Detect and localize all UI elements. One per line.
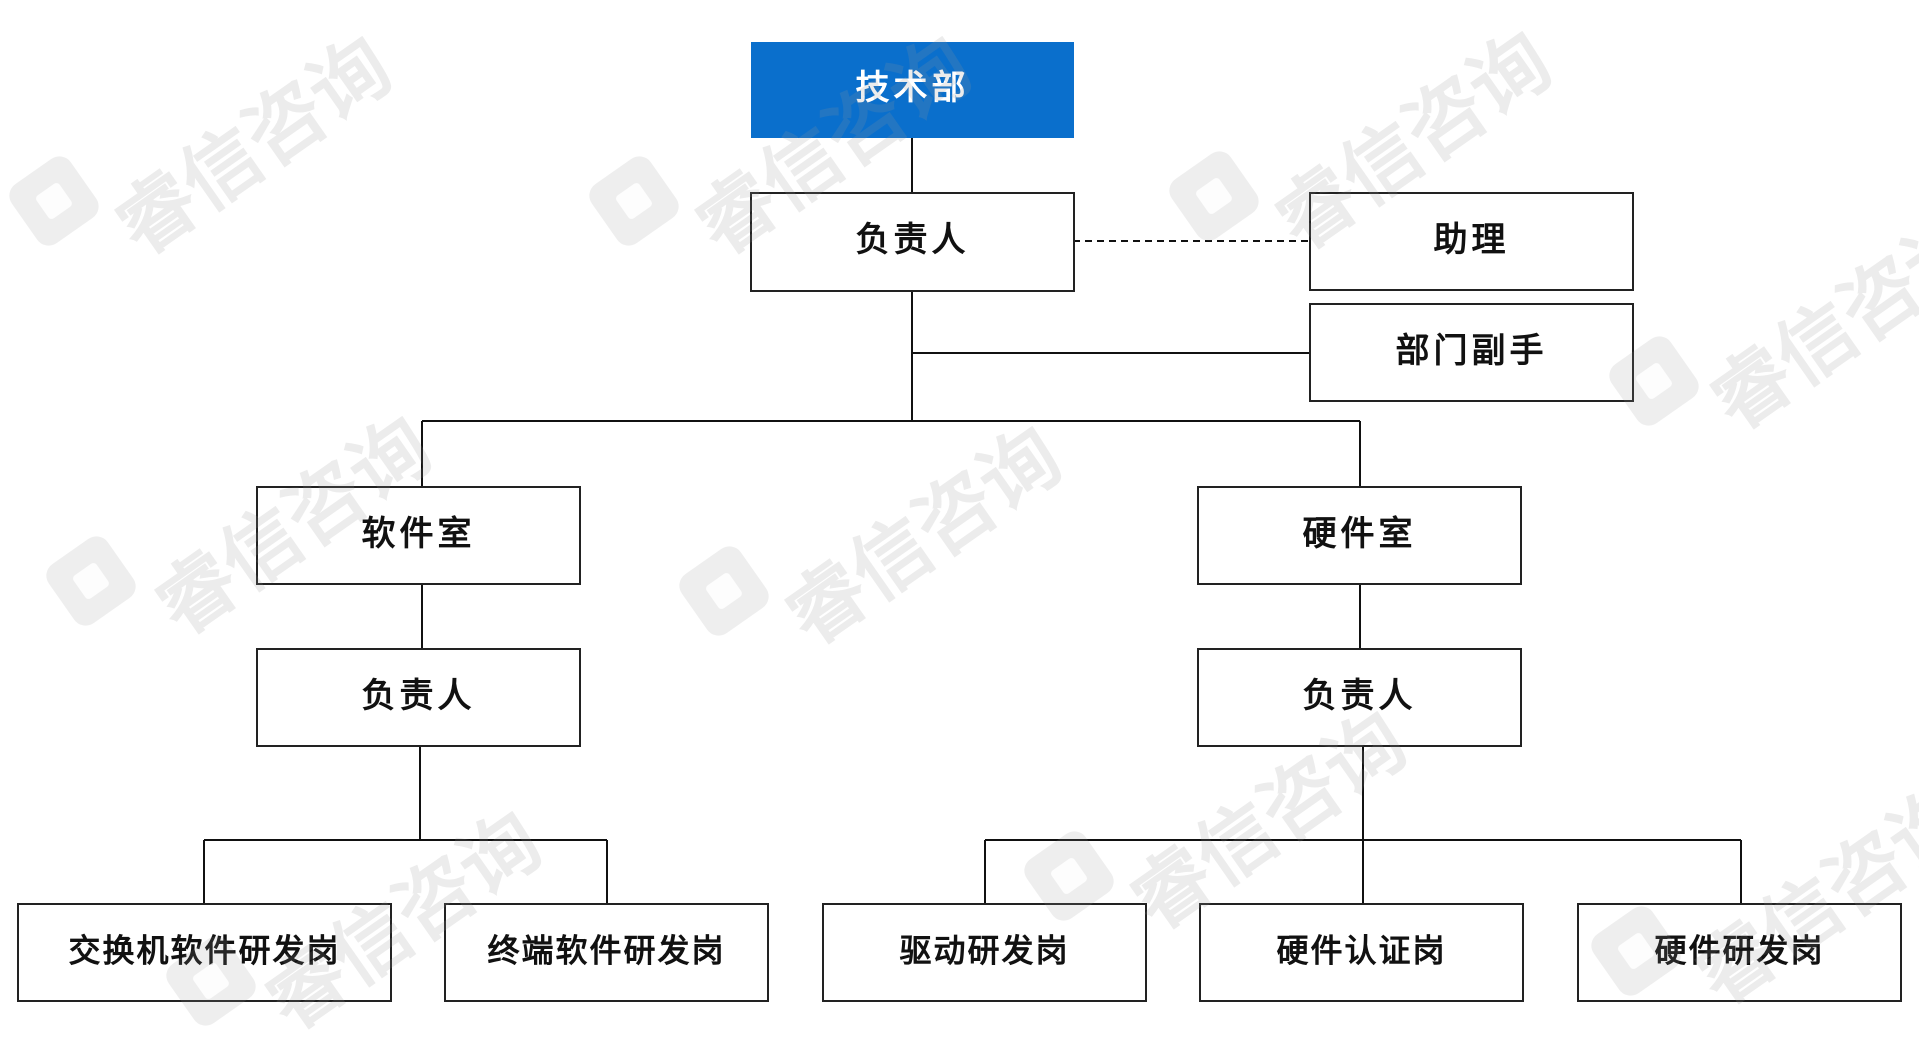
node-tech-dept: 技术部 [751,42,1074,138]
node-software-lead: 负责人 [256,648,581,747]
node-driver-dev: 驱动研发岗 [822,903,1147,1002]
node-software-lead-label: 负责人 [362,676,476,716]
node-hardware-lead: 负责人 [1197,648,1522,747]
node-switch-software: 交换机软件研发岗 [17,903,392,1002]
node-hardware-room: 硬件室 [1197,486,1522,585]
node-terminal-software-box [444,903,769,1002]
node-deputy-box [1309,303,1634,402]
node-hardware-room-box [1197,486,1522,585]
node-software-room-label: 软件室 [362,514,476,554]
node-hardware-cert-box [1199,903,1524,1002]
node-hardware-cert-label: 硬件认证岗 [1276,932,1446,970]
node-software-room: 软件室 [256,486,581,585]
node-driver-dev-label: 驱动研发岗 [899,932,1069,970]
node-assistant-label: 助理 [1434,220,1510,260]
node-hardware-dev-box [1577,903,1902,1002]
node-hardware-dev: 硬件研发岗 [1577,903,1902,1002]
node-assistant: 助理 [1309,192,1634,291]
node-terminal-software-label: 终端软件研发岗 [487,932,725,970]
connector-lines [203,138,1742,904]
node-software-lead-box [256,648,581,747]
node-terminal-software: 终端软件研发岗 [444,903,769,1002]
node-director-label: 负责人 [856,220,970,260]
node-software-room-box [256,486,581,585]
node-hardware-dev-label: 硬件研发岗 [1654,932,1824,970]
node-assistant-box [1309,192,1634,291]
node-deputy: 部门副手 [1309,303,1634,402]
node-hardware-lead-label: 负责人 [1303,676,1417,716]
node-hardware-lead-box [1197,648,1522,747]
node-director: 负责人 [750,192,1075,292]
node-director-box [750,192,1075,292]
node-tech-dept-label: 技术部 [856,68,970,108]
node-hardware-cert: 硬件认证岗 [1199,903,1524,1002]
node-switch-software-box [17,903,392,1002]
node-hardware-room-label: 硬件室 [1303,514,1417,554]
node-tech-dept-box [751,42,1074,138]
node-driver-dev-box [822,903,1147,1002]
node-switch-software-label: 交换机软件研发岗 [68,932,340,970]
node-deputy-label: 部门副手 [1396,331,1548,371]
